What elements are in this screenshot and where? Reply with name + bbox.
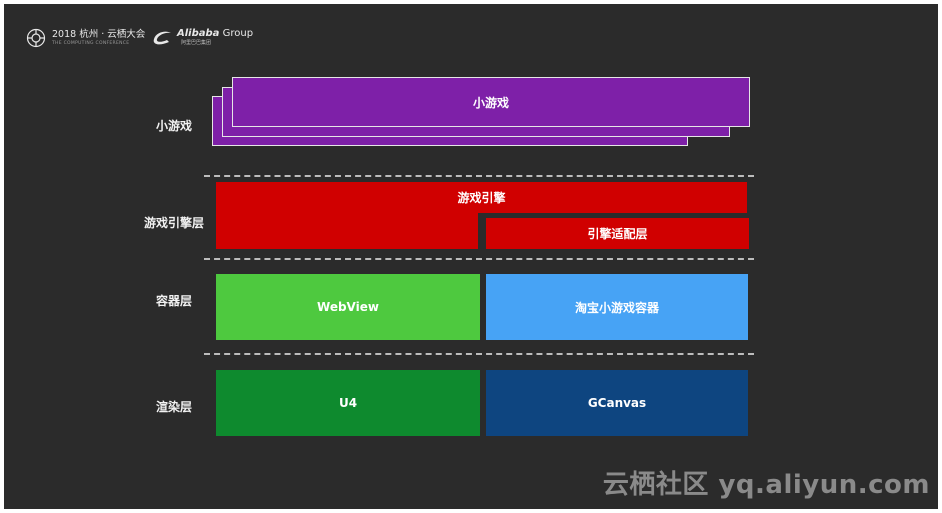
separator-3 <box>204 353 754 355</box>
row-label-render-layer: 渲染层 <box>155 400 192 414</box>
alibaba-group-word: Group <box>219 27 254 39</box>
gcanvas-block: GCanvas <box>486 370 748 436</box>
conference-logo: 2018 杭州 · 云栖大会 THE COMPUTING CONFERENCE <box>26 26 145 50</box>
engine-adapter-block: 引擎适配层 <box>486 218 749 249</box>
separator-2 <box>204 258 754 260</box>
row-label-container-layer: 容器层 <box>155 294 192 308</box>
alibaba-group-logo: Alibaba Group 阿里巴巴集团 <box>150 24 253 50</box>
game-engine-label: 游戏引擎 <box>457 191 506 205</box>
conference-emblem-icon <box>26 28 46 48</box>
row-label-mini-game: 小游戏 <box>155 119 192 133</box>
u4-block: U4 <box>216 370 480 436</box>
conference-subtitle: THE COMPUTING CONFERENCE <box>52 40 130 46</box>
separator-1 <box>204 175 754 177</box>
mini-game-block: 小游戏 <box>232 77 750 127</box>
alibaba-group-wordmark: Alibaba Group <box>177 27 254 39</box>
row-label-game-engine-layer: 游戏引擎层 <box>143 216 204 230</box>
yunqi-watermark: 云栖社区 yq.aliyun.com <box>602 470 930 500</box>
slide-canvas: 2018 杭州 · 云栖大会 THE COMPUTING CONFERENCE … <box>4 4 938 509</box>
conference-title: 2018 杭州 · 云栖大会 <box>52 29 146 40</box>
game-engine-block-lower <box>216 212 478 249</box>
taobao-container-block: 淘宝小游戏容器 <box>486 274 748 340</box>
alibaba-sub: 阿里巴巴集团 <box>181 39 212 46</box>
alibaba-brand: Alibaba <box>177 27 220 39</box>
alibaba-smile-icon <box>153 31 171 45</box>
game-engine-block: 游戏引擎 <box>216 182 747 213</box>
webview-block: WebView <box>216 274 480 340</box>
